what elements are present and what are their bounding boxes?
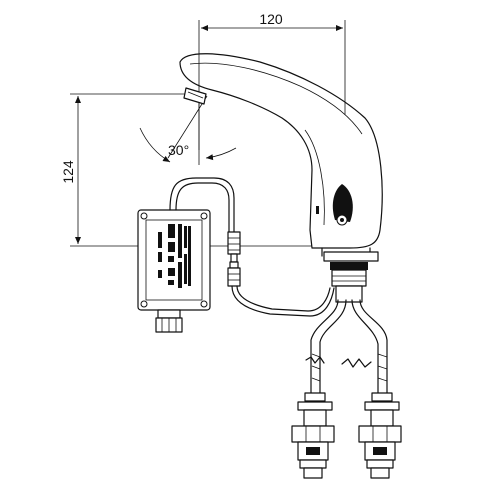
control-box [137,209,211,333]
mounting-base [321,247,379,303]
dimension-124-label: 124 [60,160,76,184]
hose-left [305,299,347,396]
dimension-angle-30: 30° [139,95,237,165]
dimension-120: 120 [198,11,346,150]
connector-left [291,392,335,479]
control-box-label-plate [158,224,191,288]
faucet-body [179,53,383,249]
angle-label: 30° [168,142,189,158]
dimension-120-label: 120 [259,11,283,27]
cable-connector-to-faucet [231,285,335,317]
cable-box-to-connector [169,177,235,233]
cable-connector [227,231,241,287]
hose-right [341,299,388,396]
connector-right [358,392,402,479]
